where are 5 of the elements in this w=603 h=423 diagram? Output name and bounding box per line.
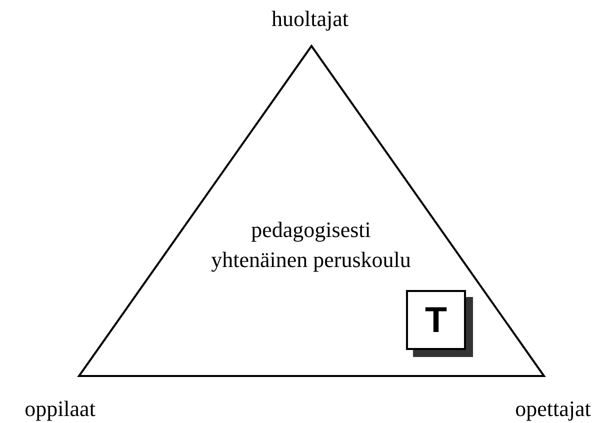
vertex-label: huoltajat bbox=[272, 6, 348, 32]
vertex-label: oppilaat bbox=[24, 396, 96, 422]
center-label: pedagogisesti yhtenäinen peruskoulu bbox=[210, 216, 412, 274]
triangle bbox=[78, 45, 545, 377]
vertex-label: opettajat bbox=[515, 396, 591, 422]
